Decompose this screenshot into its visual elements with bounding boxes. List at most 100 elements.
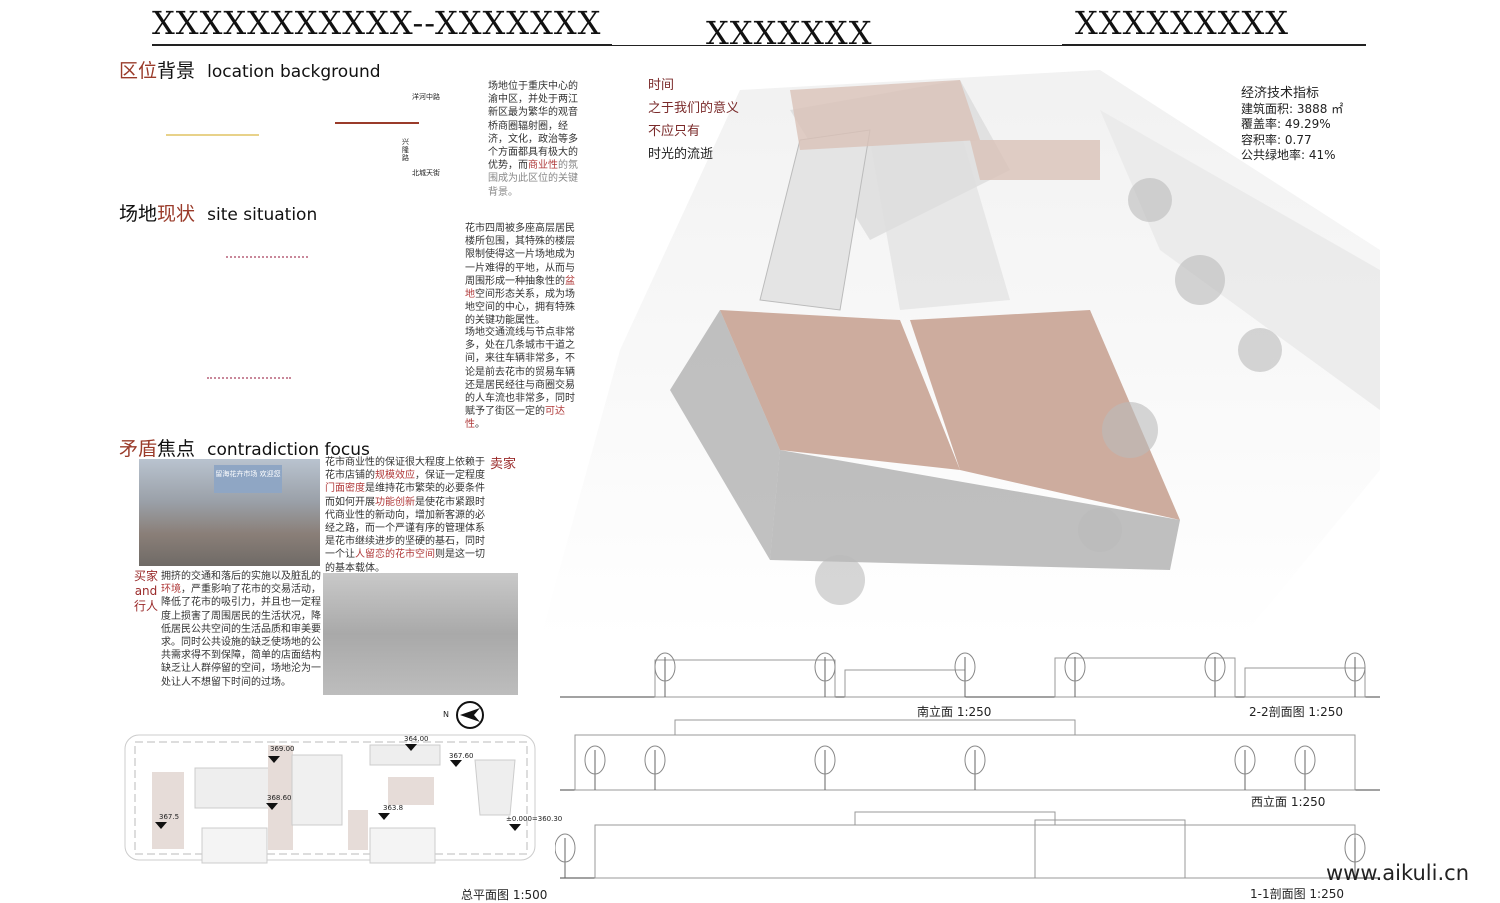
road-label: 兴隆路 xyxy=(402,138,409,162)
elevation-marker-icon xyxy=(268,756,280,763)
section-1-1-caption: 1-1剖面图 1:250 xyxy=(1250,887,1344,901)
elevation-marker-icon xyxy=(509,824,521,831)
west-elevation-caption: 西立面 1:250 xyxy=(1251,795,1326,809)
title-left: XXXXXXXXXXX--XXXXXXX xyxy=(152,4,602,42)
text: 空间形态关系，成为场地空间的中心，拥有特殊的关键功能属性。 xyxy=(465,289,575,327)
heading-en: location background xyxy=(207,62,381,82)
site-plan-caption: 总平面图 1:500 xyxy=(461,888,548,902)
stat-label: 建筑面积: xyxy=(1241,101,1294,116)
highlight: 门面密度 xyxy=(325,483,365,495)
tree-icon xyxy=(954,652,976,697)
site-plan-drawing xyxy=(124,701,536,864)
highlight: 人留恋的花市空间 xyxy=(355,549,435,561)
stat-label: 覆盖率: xyxy=(1241,117,1282,131)
tree-icon xyxy=(584,745,606,790)
heading-cn: 场地 xyxy=(119,203,158,225)
location-heading: 区位背景 location background xyxy=(119,56,381,83)
elevation-label: 363.8 xyxy=(383,804,404,812)
tree-icon xyxy=(814,745,836,790)
stat-row: 容积率: 0.77 xyxy=(1241,133,1343,149)
economic-indicators: 经济技术指标 建筑面积: 3888 ㎡ 覆盖率: 49.29% 容积率: 0.7… xyxy=(1241,86,1343,164)
buyer-text: 拥挤的交通和落后的实施以及脏乱的环境，严重影响了花市的交易活动，降低了花市的吸引… xyxy=(161,570,321,689)
header-rule-left xyxy=(152,44,612,46)
south-elevation-caption: 南立面 1:250 xyxy=(917,705,992,719)
highlight: 环境 xyxy=(161,584,181,596)
poem-line: 之于我们的意义 xyxy=(648,101,740,116)
tree-icon xyxy=(964,745,986,790)
poem-line: 时间 xyxy=(648,78,675,93)
stat-row: 覆盖率: 49.29% xyxy=(1241,117,1343,133)
highlight: 盆地 xyxy=(465,275,575,301)
poem: 时间 之于我们的意义 不应只有 时光的流逝 xyxy=(648,74,739,166)
location-map-line-red xyxy=(335,122,419,124)
site-arrow xyxy=(226,256,308,258)
highlight: 规模效应 xyxy=(375,470,415,482)
text: ，保证一定程度 xyxy=(415,470,485,482)
highlight: 可达性 xyxy=(465,406,565,431)
label: and xyxy=(134,584,158,598)
text: 。 xyxy=(475,419,485,431)
north-label: N xyxy=(443,710,449,719)
market-street-photo: 留海花卉市场 欢迎您 xyxy=(139,459,320,566)
text: 是维持花市繁荣的必要条件而如何开展 xyxy=(325,483,485,508)
text: 花市四周被多座高层居民楼所包围，其特殊的楼层限制使得这一片场地成为一片难得的平地… xyxy=(465,223,575,287)
heading-red: 现状 xyxy=(157,203,196,225)
header-rule-right xyxy=(1062,44,1366,46)
seller-label: 卖家 xyxy=(490,457,517,472)
text: 拥挤的交通和落后的实施以及脏乱的 xyxy=(161,571,321,582)
heading-cn: 焦点 xyxy=(157,438,196,460)
tree-icon xyxy=(654,652,676,697)
heading-en: contradiction focus xyxy=(207,440,370,460)
stat-value: 49.29% xyxy=(1284,117,1331,131)
highlight: 功能创新 xyxy=(375,496,415,508)
stat-value: 41% xyxy=(1308,148,1336,162)
location-map-line-yellow xyxy=(166,134,259,136)
elevation-marker-icon xyxy=(155,822,167,829)
text: 场地交通流线与节点非常多，处在几条城市干道之间，来往车辆非常多，不论是前去花市的… xyxy=(465,327,575,418)
label: 买家 xyxy=(133,569,158,583)
stat-label: 容积率: xyxy=(1241,132,1282,147)
section-2-2-caption: 2-2剖面图 1:250 xyxy=(1249,705,1343,719)
elevation-label: 367.5 xyxy=(159,813,180,821)
site-heading: 场地现状 site situation xyxy=(119,199,317,226)
text: ，严重影响了花市的交易活动，降低了花市的吸引力，并且也一定程度上损害了周围居民的… xyxy=(161,584,321,688)
site-text-2: 场地交通流线与节点非常多，处在几条城市干道之间，来往车辆非常多，不论是前去花市的… xyxy=(465,326,577,432)
stats-title: 经济技术指标 xyxy=(1241,86,1320,101)
heading-red: 矛盾 xyxy=(119,438,158,460)
elevation-drawings xyxy=(555,652,1380,879)
heading-en: site situation xyxy=(207,205,318,225)
site-text-1: 花市四周被多座高层居民楼所包围，其特殊的楼层限制使得这一片场地成为一片难得的平地… xyxy=(465,222,577,328)
heading-red: 区位 xyxy=(119,60,158,82)
stat-label: 公共绿地率: xyxy=(1241,148,1306,162)
elevation-label: 369.00 xyxy=(270,745,295,753)
label: 行人 xyxy=(133,599,158,613)
tree-icon xyxy=(555,833,576,878)
road-label: 洋河中路 xyxy=(412,93,440,101)
seller-text: 花市商业性的保证很大程度上依赖于花市店铺的规模效应，保证一定程度门面密度是维持花… xyxy=(325,456,488,575)
photo-sign: 留海花卉市场 欢迎您 xyxy=(214,465,282,493)
site-arrow xyxy=(207,377,291,379)
elevation-label: ±0.000=360.30 xyxy=(506,815,563,823)
text: 的氛围成为此区位的关键背景。 xyxy=(488,160,578,198)
poem-line: 时光的流逝 xyxy=(648,147,714,162)
elevation-marker-icon xyxy=(405,744,417,751)
elevation-marker-icon xyxy=(266,803,278,810)
header-rule-center xyxy=(612,45,1062,46)
text: 则是这一切的基本载体。 xyxy=(325,549,485,574)
title-right: XXXXXXXXX xyxy=(1075,4,1290,42)
alley-photo xyxy=(323,573,518,695)
stat-row: 公共绿地率: 41% xyxy=(1241,148,1343,164)
elevation-label: 364.00 xyxy=(404,735,429,743)
heading-cn: 背景 xyxy=(157,60,196,82)
text: 花市商业性的保证很大程度上依赖于花市店铺的 xyxy=(325,457,485,482)
elevation-label: 368.60 xyxy=(267,794,292,802)
stat-value: 3888 ㎡ xyxy=(1296,101,1344,116)
location-text: 场地位于重庆中心的渝中区，并处于两江新区最为繁华的观音桥商圈辐射圈，经济，文化，… xyxy=(488,80,580,199)
title-center: XXXXXXX xyxy=(706,14,873,52)
tree-icon xyxy=(1344,652,1366,697)
watermark: www.aikuli.cn xyxy=(1326,861,1470,885)
highlight: 商业性 xyxy=(528,160,558,172)
tree-icon xyxy=(1204,652,1226,697)
tree-icon xyxy=(814,652,836,697)
